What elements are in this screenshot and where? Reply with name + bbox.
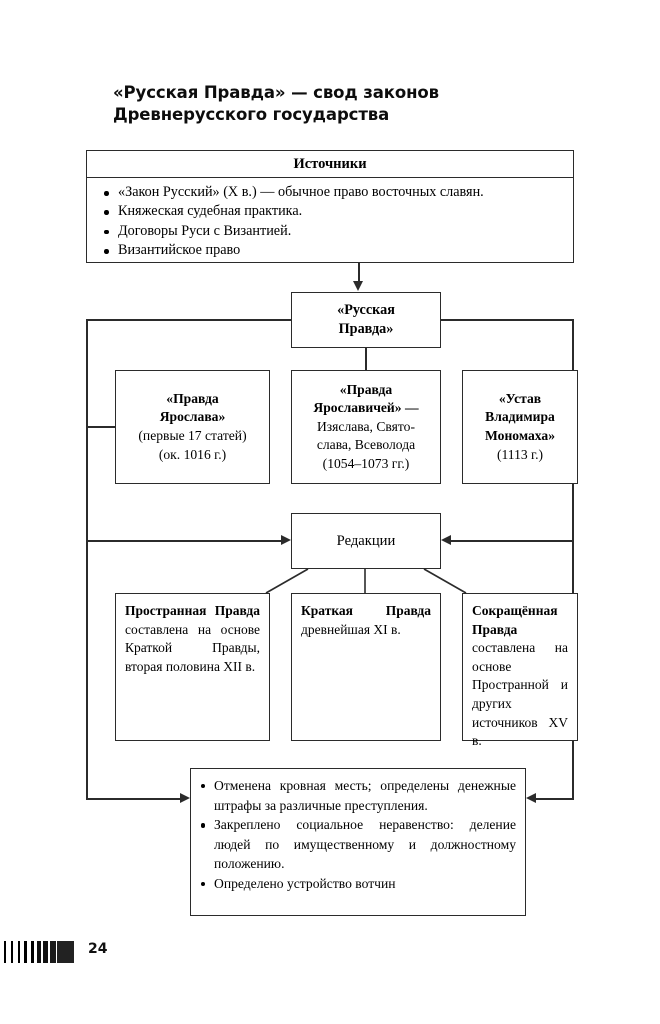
- editions-label: Редакции: [336, 532, 396, 549]
- page-title-line-1: «Русская Правда» — свод законов: [113, 83, 440, 102]
- sources-list: «Закон Русский» (X в.) — обычное право в…: [87, 178, 573, 261]
- editions-box: Редакции: [291, 513, 441, 569]
- part-2-plain-3: (1054–1073 гг.): [322, 455, 410, 471]
- sources-header: Источники: [87, 151, 573, 178]
- russkaya-pravda-box: «Русская Правда»: [291, 292, 441, 348]
- list-item: Договоры Руси с Византией.: [101, 222, 573, 241]
- edition-1-bold: Пространная Правда: [125, 603, 260, 618]
- connector-left-rail-to-editions: [86, 540, 282, 542]
- part-2-plain-2: слава, Всеволода: [316, 437, 416, 453]
- page-title-line-2: Древнерусского государства: [113, 105, 390, 124]
- sokrashchennaya-pravda-box: Сокращённая Правда составлена на основе …: [462, 593, 578, 748]
- edition-2-rest: древнейшая XI в.: [301, 621, 401, 637]
- list-item: Византийское право: [101, 241, 573, 260]
- rail-right-vertical: [572, 319, 574, 800]
- part-2-plain-1: Изяслава, Свято-: [316, 418, 415, 434]
- connector-central-to-part-2: [365, 347, 367, 371]
- ustav-vladimira-monomaha-box: «Устав Владимира Мономаха» (1113 г.): [462, 370, 578, 484]
- edition-1-rest: составлена на основе Краткой Правды, вто…: [125, 621, 260, 674]
- list-item: Отменена кровная месть; определены денеж…: [200, 776, 516, 815]
- connector-central-left: [86, 319, 292, 321]
- edition-1-text: Пространная Правда составлена на основе …: [116, 594, 269, 676]
- prostrannaya-pravda-box: Пространная Правда составлена на основе …: [115, 593, 270, 741]
- sources-box: Источники «Закон Русский» (X в.) — обычн…: [86, 150, 574, 263]
- edition-3-rest: составлена на основе Пространной и други…: [472, 640, 568, 749]
- arrow-right-icon: [180, 793, 190, 803]
- arrow-down-icon: [353, 281, 363, 291]
- russkaya-pravda-line-2: Правда»: [338, 321, 394, 337]
- connector-right-rail-to-results: [535, 798, 572, 800]
- pravda-yaroslava-box: «Правда Ярослава» (первые 17 статей) (ок…: [115, 370, 270, 484]
- arrow-right-icon: [281, 535, 291, 545]
- rail-left-vertical: [86, 319, 88, 800]
- edition-2-bold: Краткая Правда: [301, 603, 431, 618]
- part-1-bold-2: Ярослава»: [159, 409, 226, 425]
- connector-central-right: [440, 319, 574, 321]
- barcode-icon: [4, 941, 74, 963]
- list-item: Закреплено социальное неравенство: делен…: [200, 815, 516, 874]
- part-2-bold-1: «Правда: [339, 381, 393, 397]
- edition-3-text: Сокращённая Правда составлена на основе …: [463, 594, 577, 751]
- connector-rail-to-part-1: [86, 426, 116, 428]
- part-3-plain-1: (1113 г.): [496, 446, 544, 462]
- pravda-yaroslavichey-box: «Правда Ярославичей» — Изяслава, Свято- …: [291, 370, 441, 484]
- part-3-bold-1: «Устав: [498, 390, 542, 406]
- arrow-left-icon: [441, 535, 451, 545]
- part-2-bold-2: Ярославичей» —: [313, 400, 419, 416]
- page-number: 24: [88, 941, 108, 957]
- connector-right-rail-to-editions: [450, 540, 572, 542]
- results-box: Отменена кровная месть; определены денеж…: [190, 768, 526, 916]
- edition-2-text: Краткая Правда древнейшая XI в.: [292, 594, 440, 639]
- part-3-bold-2: Владимира: [485, 409, 555, 425]
- part-1-bold-1: «Правда: [166, 390, 219, 406]
- part-3-bold-3: Мономаха»: [485, 428, 555, 443]
- edition-3-bold: Сокращённая Правда: [472, 603, 558, 637]
- arrow-left-icon: [526, 793, 536, 803]
- connector-sources-to-central: [358, 263, 360, 283]
- list-item: Определено устройство вотчин: [200, 874, 516, 894]
- part-1-plain-2: (ок. 1016 г.): [158, 446, 227, 462]
- page-title: «Русская Правда» — свод законов Древнеру…: [113, 82, 573, 126]
- results-list: Отменена кровная месть; определены денеж…: [191, 769, 525, 894]
- list-item: «Закон Русский» (X в.) — обычное право в…: [101, 183, 573, 202]
- connector-left-rail-to-results: [86, 798, 181, 800]
- list-item: Княжеская судебная практика.: [101, 202, 573, 221]
- part-1-plain-1: (первые 17 статей): [138, 428, 247, 443]
- russkaya-pravda-line-1: «Русская: [337, 302, 395, 318]
- kratkaya-pravda-box: Краткая Правда древнейшая XI в.: [291, 593, 441, 741]
